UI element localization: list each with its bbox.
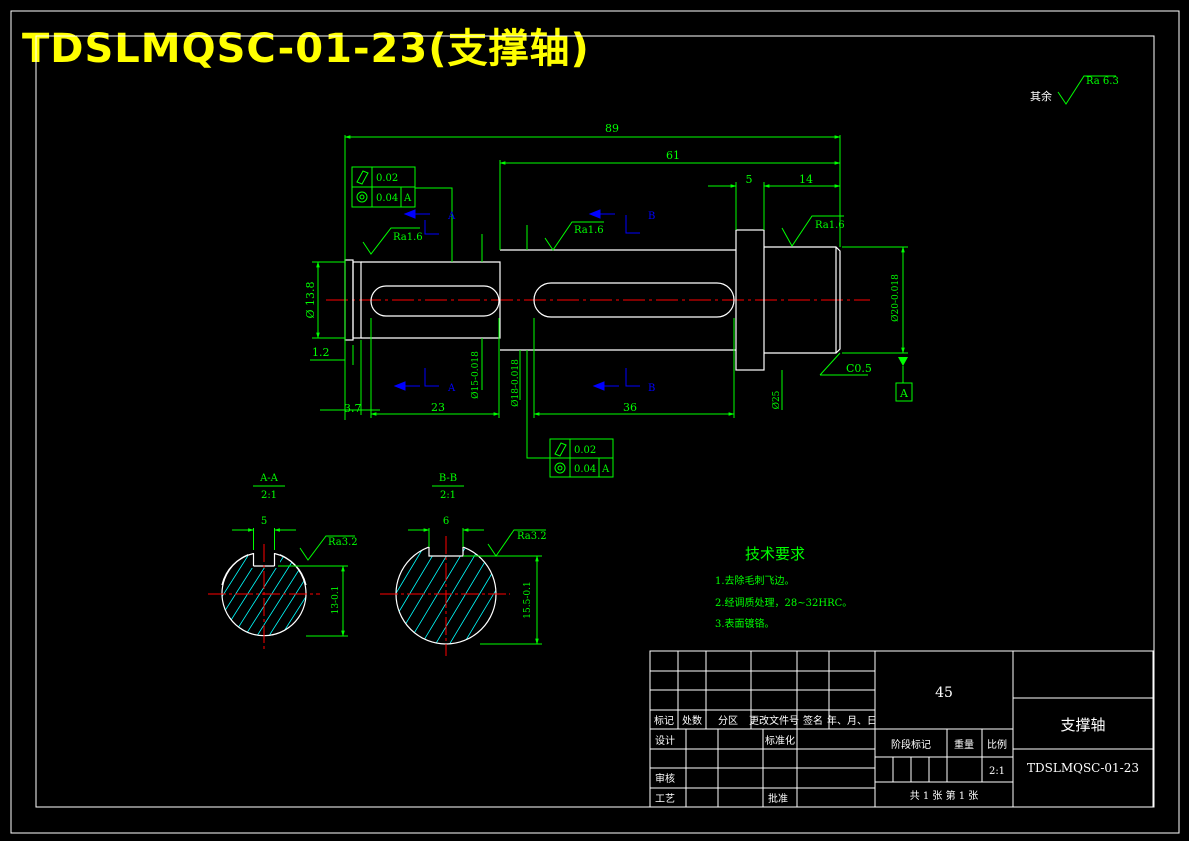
hdr-sign: 签名	[803, 714, 823, 727]
dim-end: 14	[799, 173, 813, 186]
ra-right: Ra1.6	[815, 220, 845, 231]
shaft-outline	[344, 229, 841, 371]
rest-surface-finish: 其余 Ra 6.3	[1030, 75, 1119, 105]
dim-key1: 23	[431, 401, 445, 414]
section-a-name: A-A	[259, 473, 279, 484]
section-a-a: A-A 2:1 5 13-0.1 Ra3.2	[208, 473, 358, 650]
dimension-texts: 89 61 5 14 Ø 13.8 1.2 3.7 23 36 Ø15-0.01…	[304, 122, 901, 415]
dim-left-dia: Ø 13.8	[304, 281, 317, 318]
section-a-ra: Ra3.2	[328, 537, 358, 548]
section-marks	[393, 209, 640, 391]
hdr-change-doc: 更改文件号	[749, 714, 799, 727]
drawing-number: TDSLMQSC-01-23	[1027, 761, 1139, 775]
label-process: 工艺	[655, 793, 675, 805]
drawing-title: TDSLMQSC-01-23(支撑轴)	[22, 26, 590, 72]
dim-edge: 3.7	[344, 402, 362, 415]
rest-ra-value: Ra 6.3	[1086, 76, 1119, 87]
section-b-scale: 2:1	[440, 490, 456, 501]
outer-frame	[10, 10, 1180, 834]
tol2-runout: 0.02	[574, 445, 596, 456]
dim-collar: 5	[746, 173, 753, 186]
concentricity-icon	[356, 191, 368, 203]
dim-dia25: Ø25	[771, 390, 782, 409]
dim-groove: 1.2	[312, 346, 330, 359]
section-letter-b-top: B	[648, 211, 655, 222]
dim-dia18: Ø18-0.018	[510, 359, 521, 407]
label-review: 审核	[655, 772, 675, 785]
tech-req-item-1: 1.去除毛刺飞边。	[715, 574, 795, 587]
circular-runout-icon	[356, 170, 369, 185]
technical-requirements: 技术要求 1.去除毛刺飞边。 2.经调质处理，28~32HRC。 3.表面镀铬。	[715, 545, 852, 630]
section-letter-a-top: A	[447, 211, 456, 222]
hdr-mark: 标记	[654, 715, 674, 727]
concentricity-icon	[554, 462, 566, 474]
tol2-conc: 0.04	[574, 464, 596, 475]
dim-dia20: Ø20-0.018	[890, 274, 901, 322]
section-b-ra: Ra3.2	[517, 531, 547, 542]
title-block	[649, 650, 1154, 808]
label-weight: 重量	[954, 738, 974, 751]
section-b-name: B-B	[439, 473, 457, 484]
dim-dia15: Ø15-0.018	[470, 351, 481, 399]
label-standardize: 标准化	[765, 734, 795, 747]
dim-key2: 36	[623, 401, 637, 414]
ra-left: Ra1.6	[393, 232, 423, 243]
section-b-width: 6	[443, 516, 449, 527]
sheet-count: 共 1 张 第 1 张	[910, 789, 979, 802]
label-scale: 比例	[987, 738, 1007, 751]
hdr-count: 处数	[682, 714, 702, 727]
datum-a: A	[895, 357, 913, 402]
dim-body: 61	[666, 149, 680, 162]
ra-mid: Ra1.6	[574, 225, 604, 236]
tol1-conc: 0.04	[376, 193, 398, 204]
part-name: 支撑轴	[1060, 716, 1105, 734]
section-letter-b-bottom: B	[648, 383, 655, 394]
section-a-width: 5	[261, 516, 267, 527]
datum-letter: A	[899, 387, 909, 400]
tolerance-frame-1: 0.02 0.04 A	[351, 166, 416, 208]
tolerance-frame-2: 0.02 0.04 A	[549, 438, 614, 478]
section-b-depth: 15.5-0.1	[523, 581, 533, 618]
label-stage-mark: 阶段标记	[891, 738, 931, 751]
dim-chamfer: C0.5	[846, 362, 872, 375]
inner-frame	[35, 35, 1155, 808]
tech-req-heading: 技术要求	[745, 545, 805, 563]
section-letter-a-bottom: A	[447, 383, 456, 394]
section-a-depth: 13-0.1	[331, 586, 341, 615]
tol1-runout: 0.02	[376, 173, 398, 184]
label-approve: 批准	[768, 792, 788, 805]
rest-label: 其余	[1030, 89, 1052, 103]
section-b-b: B-B 2:1 6 15.5-0.1 Ra3.2	[380, 473, 547, 656]
tol2-datum: A	[601, 464, 610, 475]
circular-runout-icon	[554, 442, 567, 457]
tech-req-item-3: 3.表面镀铬。	[715, 617, 775, 630]
roughness-symbols	[362, 215, 844, 255]
tech-req-item-2: 2.经调质处理，28~32HRC。	[715, 596, 852, 609]
dim-overall: 89	[605, 122, 619, 135]
scale-value: 2:1	[989, 766, 1005, 777]
hdr-zone: 分区	[718, 715, 738, 727]
section-a-scale: 2:1	[261, 490, 277, 501]
label-design: 设计	[655, 734, 675, 747]
hdr-date: 年、月、日	[827, 714, 877, 727]
tol1-datum: A	[403, 193, 412, 204]
dimension-lines	[310, 135, 908, 459]
material: 45	[935, 685, 953, 701]
